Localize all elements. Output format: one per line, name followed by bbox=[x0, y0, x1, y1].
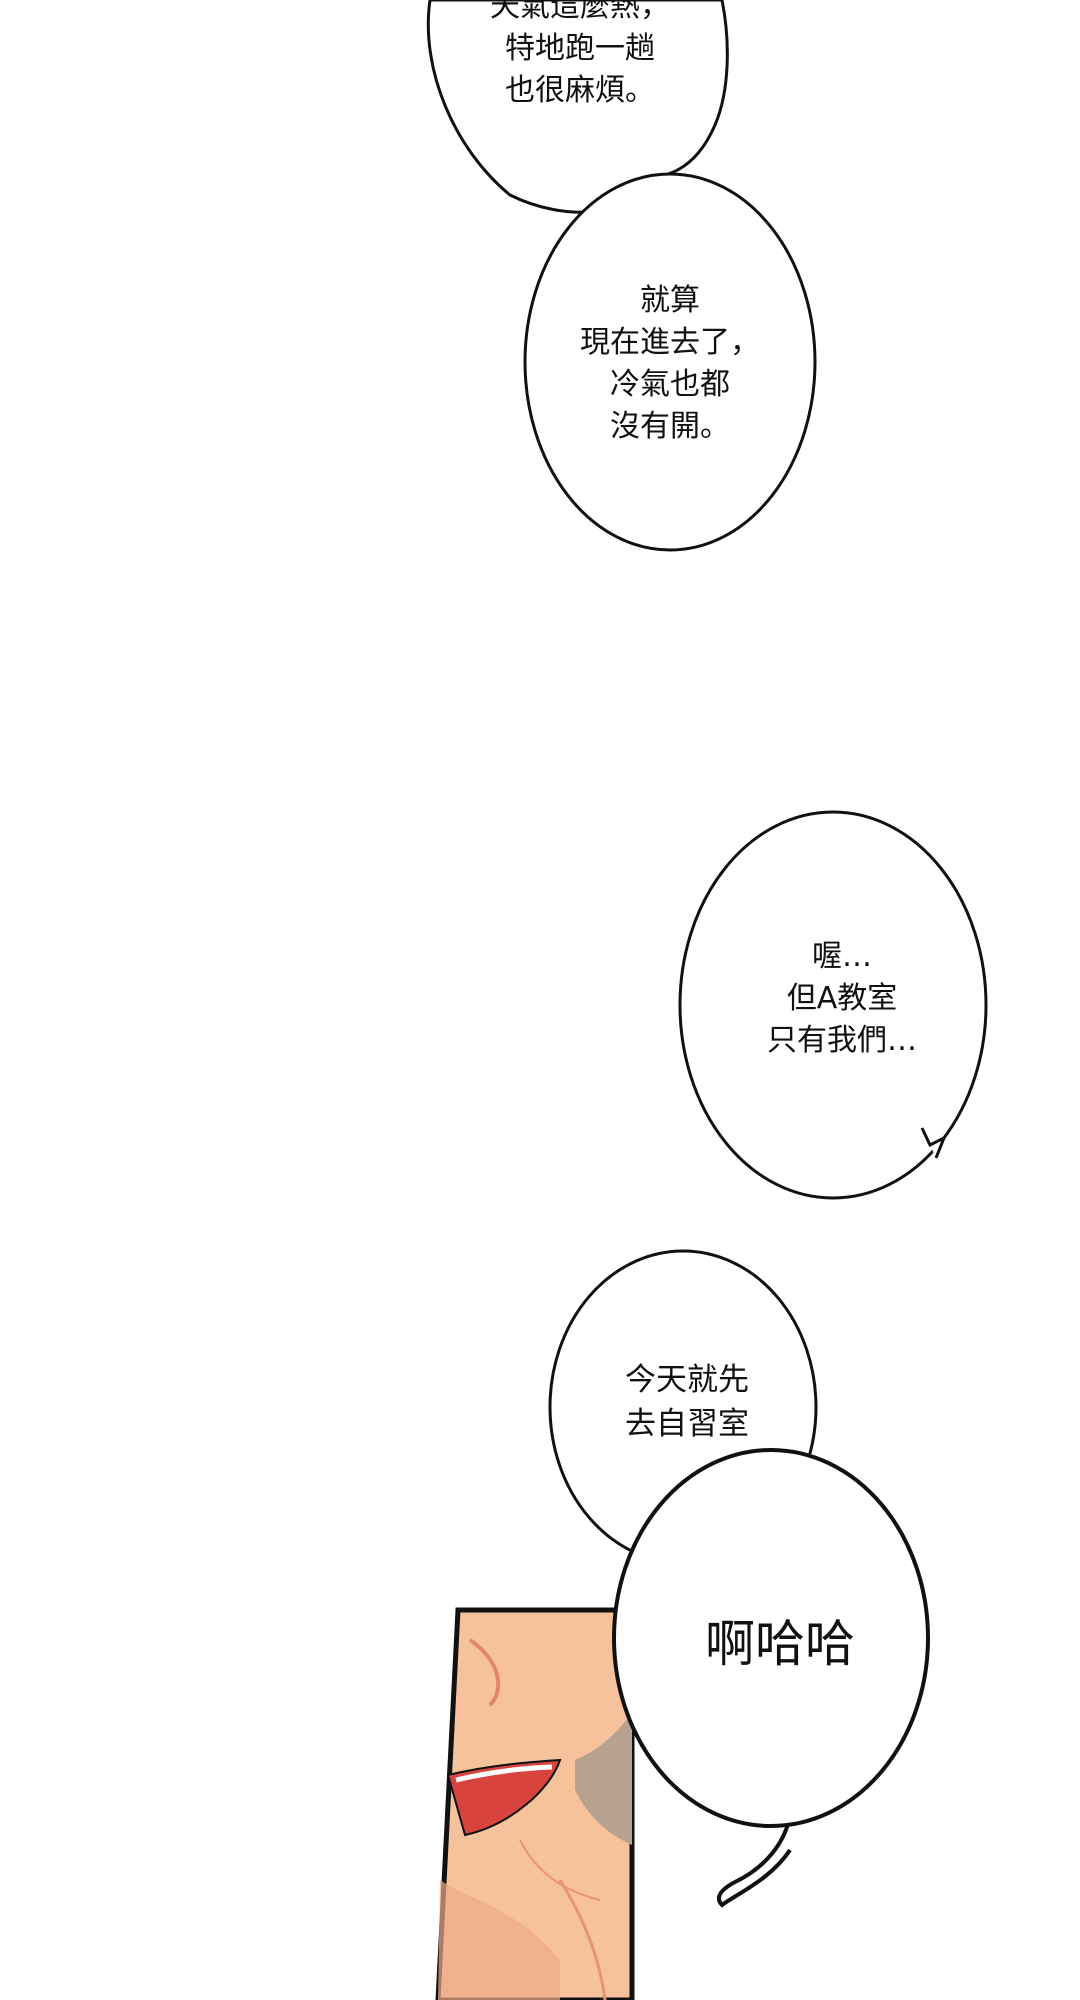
speech-line: 沒有開。 bbox=[610, 409, 730, 444]
speech-line: 天氣這麼熱， bbox=[490, 0, 670, 24]
speech-bubble-5 bbox=[612, 1448, 930, 1908]
speech-line: 只有我們… bbox=[767, 1023, 917, 1058]
speech-bubble-2 bbox=[523, 172, 817, 552]
speech-line: 但A教室 bbox=[786, 981, 898, 1016]
speech-line: 就算 bbox=[640, 283, 700, 318]
speech-line: 現在進去了， bbox=[580, 325, 760, 360]
speech-line: 啊哈哈 bbox=[705, 1615, 855, 1673]
speech-line: 喔… bbox=[812, 939, 872, 974]
speech-bubble-3 bbox=[678, 810, 988, 1200]
speech-line: 特地跑一趟 bbox=[505, 31, 655, 66]
speech-text-3: 喔… 但A教室 只有我們… bbox=[692, 936, 992, 1062]
speech-line: 也很麻煩。 bbox=[505, 73, 655, 108]
speech-text-4: 今天就先 去自習室 bbox=[537, 1358, 837, 1446]
speech-text-5: 啊哈哈 bbox=[630, 1614, 930, 1674]
speech-line: 冷氣也都 bbox=[610, 367, 730, 402]
speech-text-1: 天氣這麼熱， 特地跑一趟 也很麻煩。 bbox=[430, 0, 730, 112]
speech-text-2: 就算 現在進去了， 冷氣也都 沒有開。 bbox=[520, 280, 820, 448]
speech-line: 去自習室 bbox=[625, 1406, 749, 1442]
speech-line: 今天就先 bbox=[625, 1362, 749, 1398]
comic-panel bbox=[435, 1607, 635, 2000]
